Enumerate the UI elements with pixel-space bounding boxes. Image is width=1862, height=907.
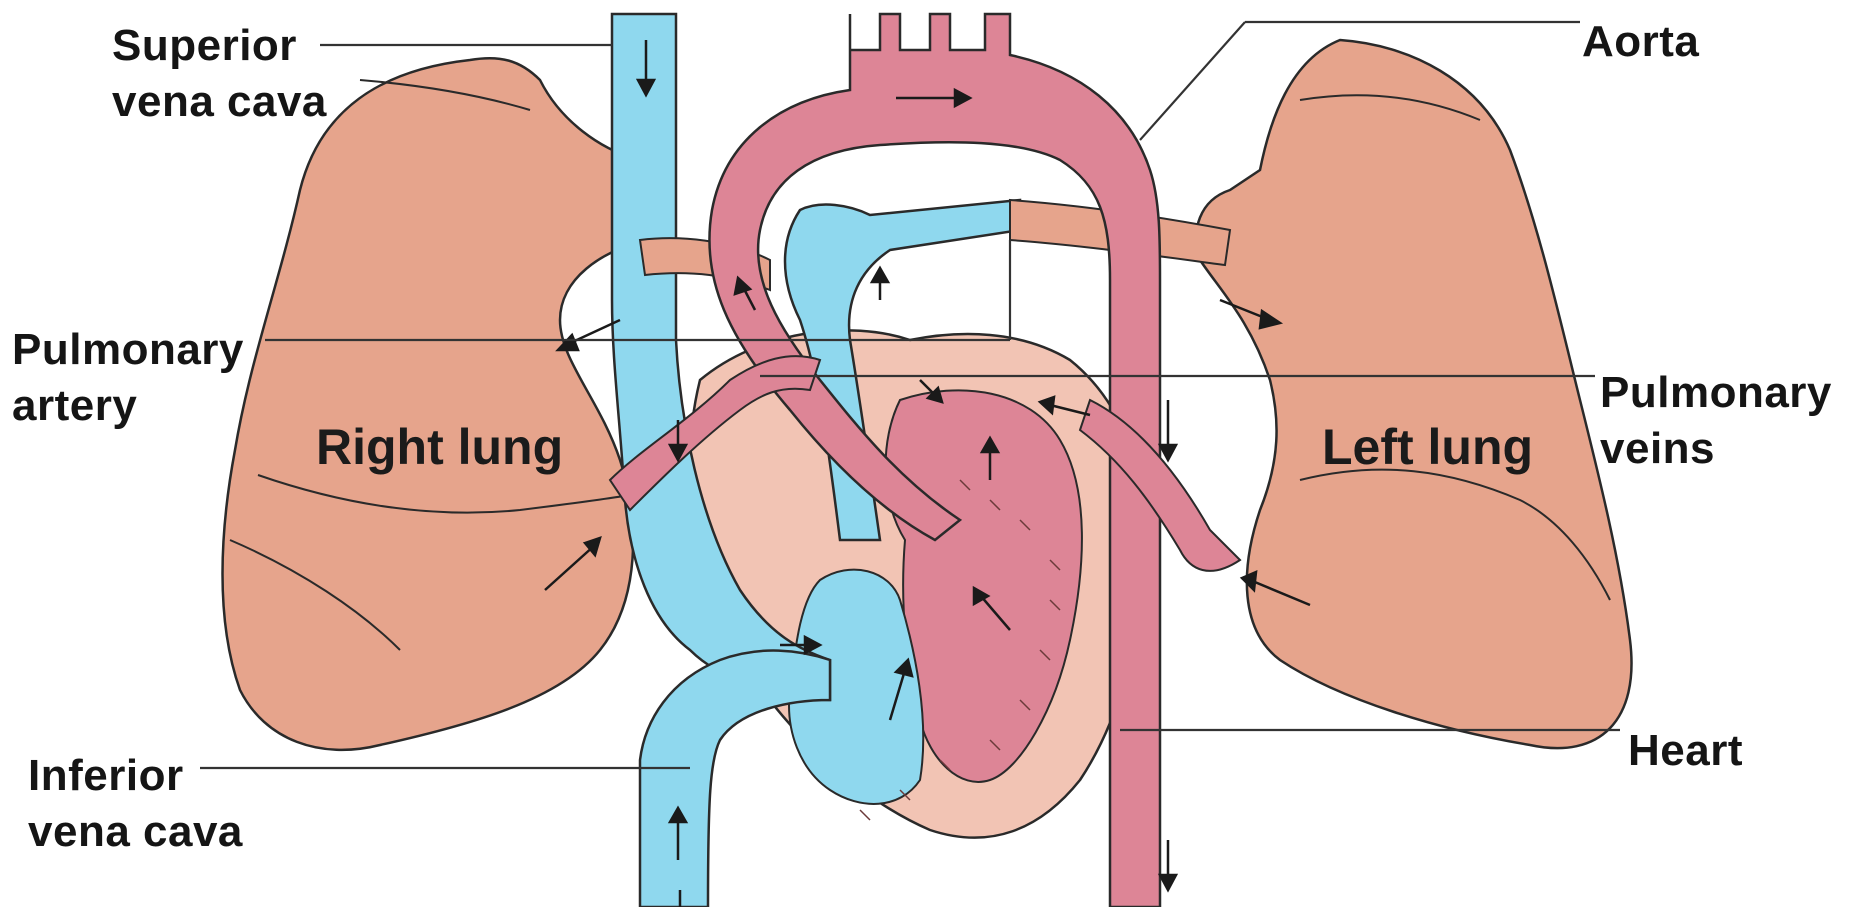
label-aorta: Aorta: [1582, 14, 1699, 70]
label-pulmonary-veins-line1: Pulmonary: [1600, 365, 1832, 421]
label-pulmonary-veins-line2: veins: [1600, 421, 1832, 477]
label-right-lung: Right lung: [316, 418, 563, 476]
label-pulmonary-veins: Pulmonary veins: [1600, 365, 1832, 477]
label-superior-vena-cava: Superior vena cava: [112, 18, 327, 130]
right-lung: [223, 58, 651, 750]
label-pulmonary-artery-line1: Pulmonary: [12, 322, 244, 378]
left-lung: [1196, 40, 1631, 748]
label-inferior-vena-cava-line1: Inferior: [28, 748, 243, 804]
label-inferior-vena-cava: Inferior vena cava: [28, 748, 243, 860]
label-superior-vena-cava-line2: vena cava: [112, 74, 327, 130]
label-pulmonary-artery-line2: artery: [12, 378, 244, 434]
label-left-lung: Left lung: [1322, 418, 1533, 476]
label-aorta-text: Aorta: [1582, 14, 1699, 70]
label-heart-text: Heart: [1628, 723, 1743, 779]
label-heart: Heart: [1628, 723, 1743, 779]
label-superior-vena-cava-line1: Superior: [112, 18, 327, 74]
label-pulmonary-artery: Pulmonary artery: [12, 322, 244, 434]
inferior-vena-cava: [640, 651, 830, 907]
label-inferior-vena-cava-line2: vena cava: [28, 804, 243, 860]
